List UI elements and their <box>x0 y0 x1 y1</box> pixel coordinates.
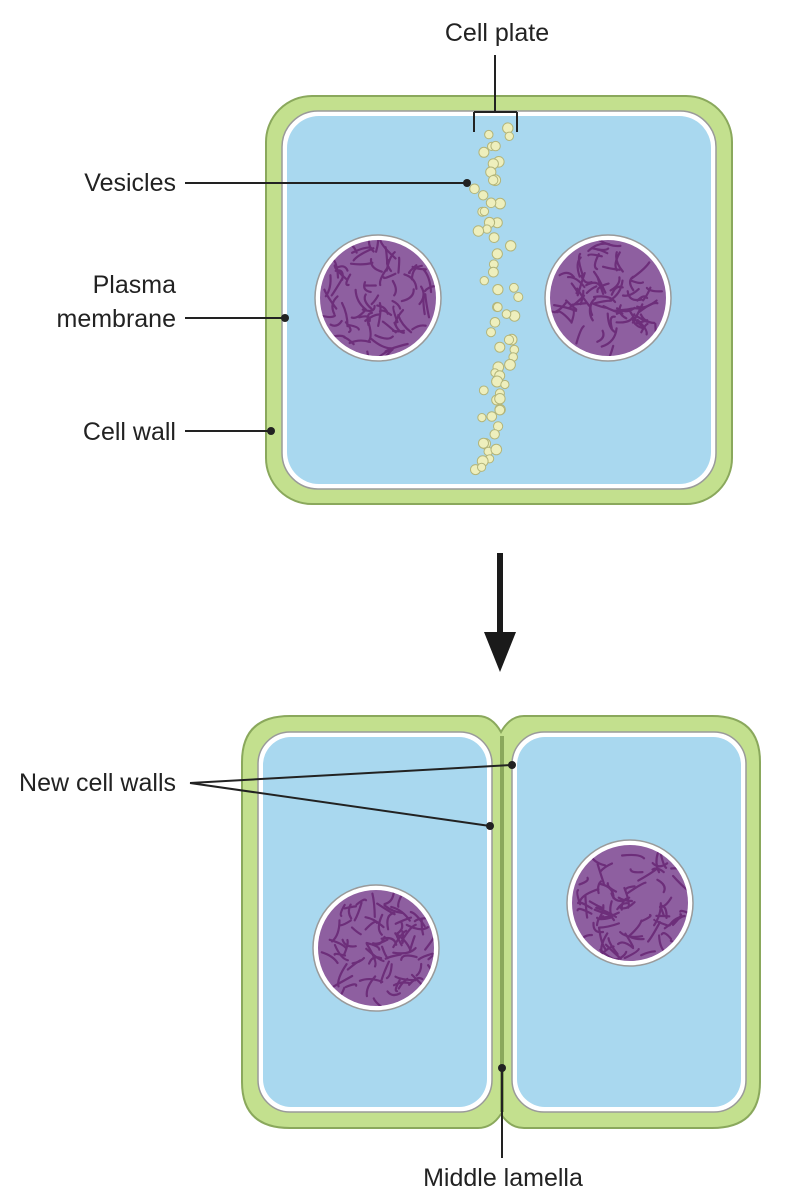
vesicle <box>478 146 490 158</box>
leader-cell-wall <box>185 427 275 435</box>
leader-new-cell-walls <box>189 761 516 830</box>
cell-plate-vesicles <box>469 122 524 476</box>
label-plasma-membrane-line2: membrane <box>57 305 177 333</box>
cell-plate-bracket <box>473 55 518 132</box>
vesicle <box>472 225 485 237</box>
vesicle <box>491 248 503 260</box>
vesicle <box>469 183 480 195</box>
vesicle <box>488 232 500 244</box>
vesicle <box>513 292 524 302</box>
label-vesicles: Vesicles <box>84 169 176 197</box>
vesicle <box>485 197 497 209</box>
vesicle <box>505 240 517 252</box>
vesicle <box>494 393 506 405</box>
vesicle <box>504 131 514 142</box>
vesicle <box>479 206 490 217</box>
leader-plasma-membrane <box>185 314 289 322</box>
label-cell-plate: Cell plate <box>445 19 549 47</box>
nucleus-left-daughter <box>312 884 440 1012</box>
vesicle <box>488 175 499 186</box>
vesicle <box>486 327 496 338</box>
vesicle <box>482 224 492 234</box>
vesicle <box>478 385 489 396</box>
vesicle <box>494 404 506 416</box>
down-arrow-icon <box>484 553 516 672</box>
leader-middle-lamella <box>498 1064 506 1158</box>
label-plasma-membrane-line1: Plasma <box>93 271 176 299</box>
vesicle <box>478 190 489 201</box>
vesicle <box>479 276 489 286</box>
vesicle <box>477 462 487 472</box>
vesicle <box>503 334 515 345</box>
vesicle <box>489 317 501 328</box>
label-middle-lamella: Middle lamella <box>423 1164 583 1192</box>
vesicle <box>494 197 506 210</box>
daughter-cell-right <box>511 731 747 1113</box>
vesicle <box>477 413 487 423</box>
nucleus-right <box>544 234 672 362</box>
daughter-cells <box>241 715 761 1129</box>
vesicle <box>490 443 503 456</box>
vesicle <box>509 282 519 293</box>
daughter-cell-left <box>257 731 493 1113</box>
vesicle <box>490 140 501 152</box>
vesicle <box>478 437 489 449</box>
vesicle <box>500 379 510 390</box>
vesicle <box>494 341 506 353</box>
nucleus-right-daughter <box>566 839 694 967</box>
vesicle <box>486 411 498 422</box>
label-cell-wall: Cell wall <box>83 418 176 446</box>
nucleus-left <box>314 234 442 362</box>
vesicle <box>489 429 500 440</box>
vesicle <box>501 309 512 319</box>
leader-vesicles <box>185 179 471 187</box>
parent-cell <box>265 95 733 505</box>
vesicle <box>502 122 514 134</box>
vesicle <box>492 302 503 313</box>
cytoplasm <box>287 116 711 484</box>
vesicle <box>492 284 504 296</box>
label-new-cell-walls: New cell walls <box>19 769 176 797</box>
vesicle <box>504 358 516 371</box>
vesicle <box>484 129 494 140</box>
vesicle <box>488 266 499 278</box>
